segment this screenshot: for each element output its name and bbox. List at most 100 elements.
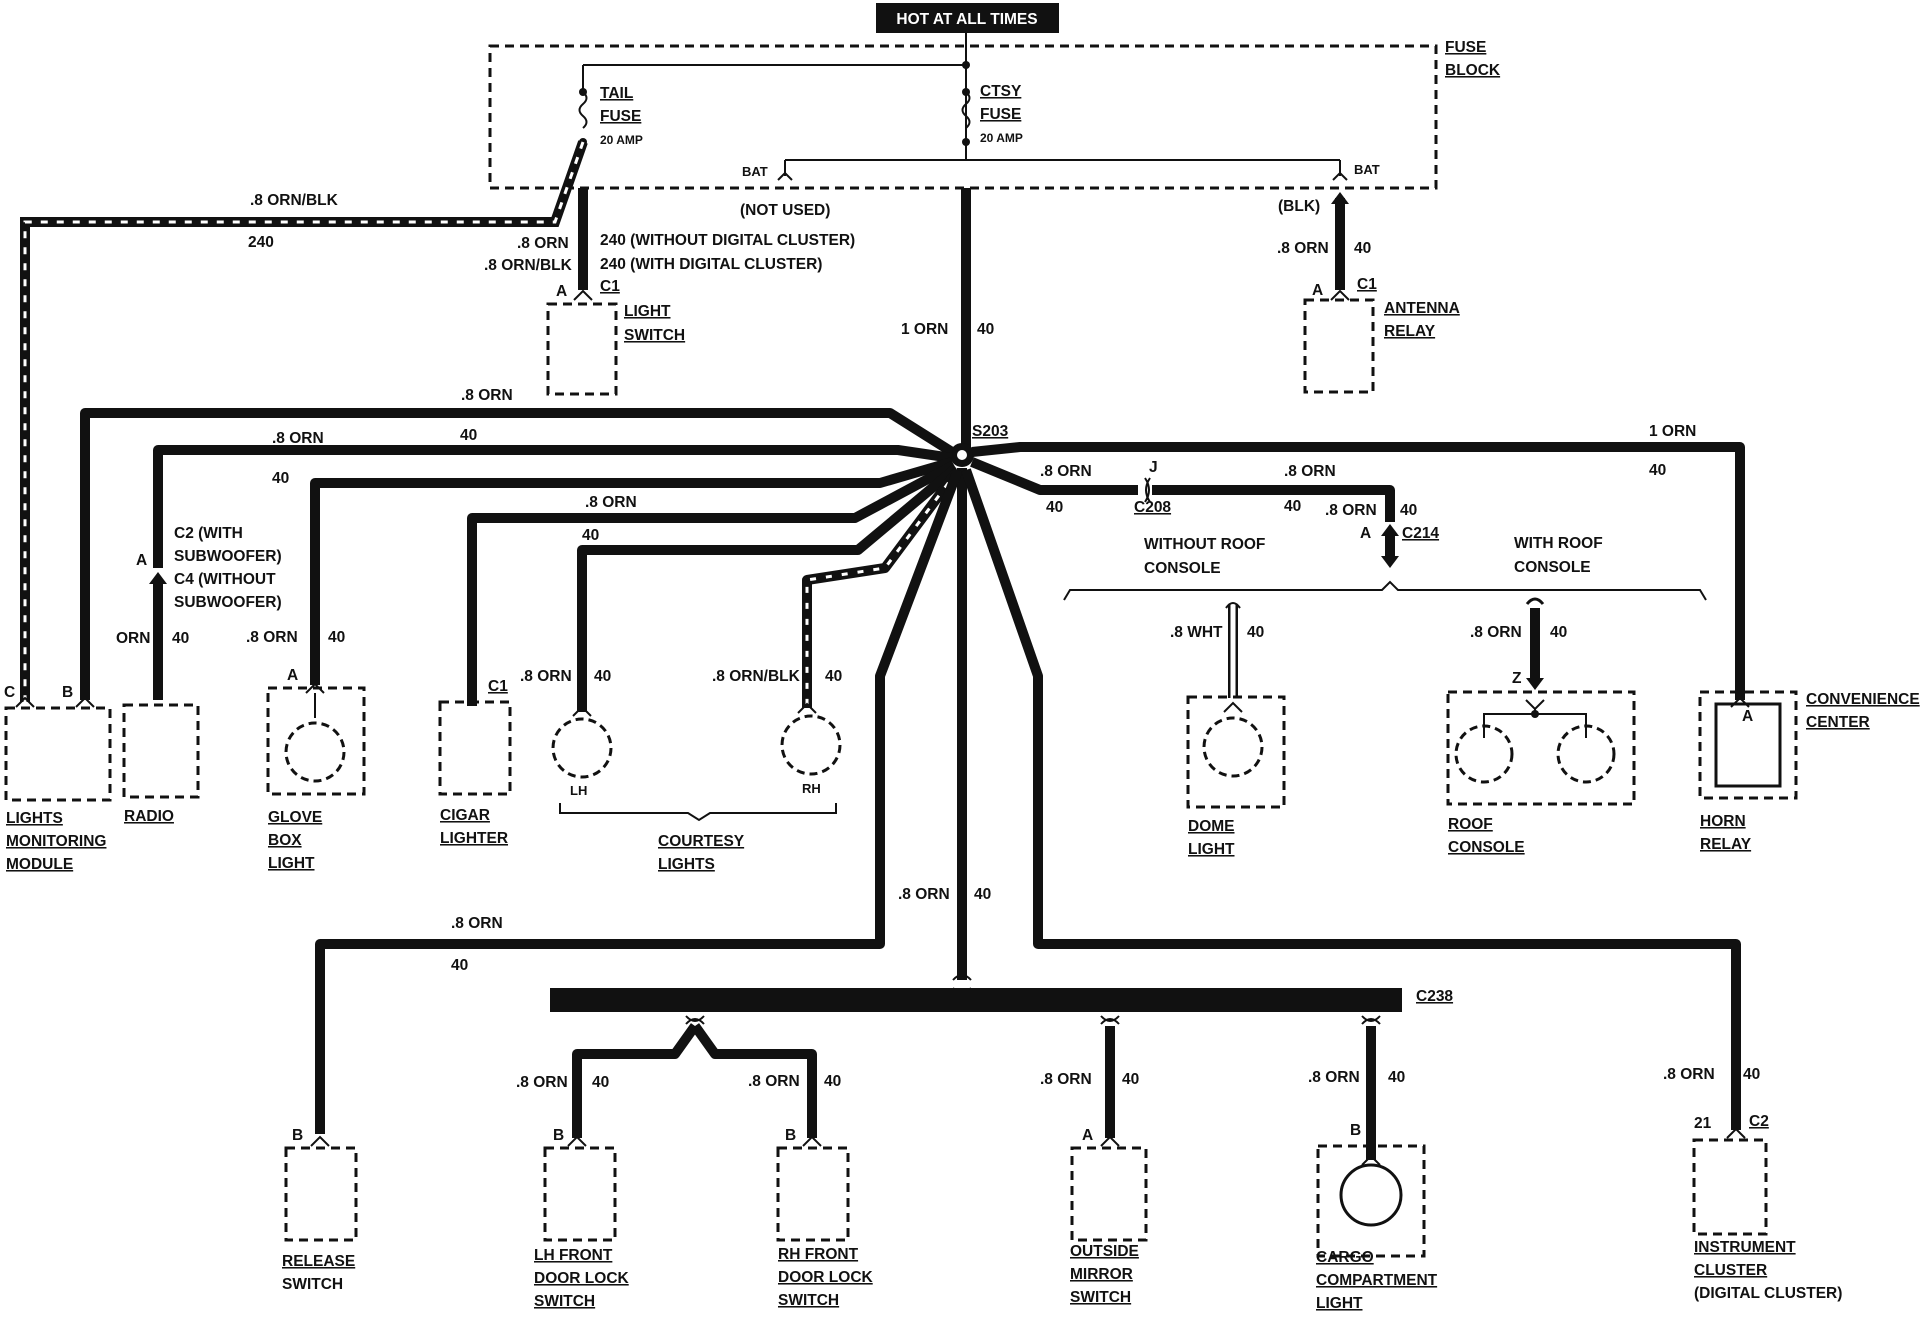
cargo-box bbox=[1316, 1144, 1426, 1258]
trunk-label-1: 1 ORN bbox=[901, 321, 948, 338]
rh-door-label-3: SWITCH bbox=[778, 1292, 839, 1309]
ctsy-fuse-3: 20 AMP bbox=[980, 131, 1023, 145]
lmm-pin-c: C bbox=[4, 684, 15, 701]
rh-door-pin: B bbox=[785, 1127, 796, 1144]
roof-label-1: ROOF bbox=[1448, 816, 1493, 833]
mirror-wire-1: .8 ORN bbox=[1040, 1071, 1092, 1088]
cargo-wire-1: .8 ORN bbox=[1308, 1069, 1360, 1086]
cargo-label-2: COMPARTMENT bbox=[1316, 1272, 1438, 1289]
c208-wire-right-2: 40 bbox=[1284, 498, 1301, 515]
light-switch-label-2: SWITCH bbox=[624, 327, 685, 344]
cluster-box bbox=[1692, 1138, 1768, 1236]
radio-wire-2: 40 bbox=[460, 427, 477, 444]
lh-wire-1: .8 ORN bbox=[520, 668, 572, 685]
horn-label-1: HORN bbox=[1700, 813, 1746, 830]
cluster-wire-1: .8 ORN bbox=[1663, 1066, 1715, 1083]
roof-bulb-left bbox=[1454, 724, 1514, 784]
c214-wire-1: .8 ORN bbox=[1325, 502, 1377, 519]
radio-c-4: SUBWOOFER) bbox=[174, 594, 282, 611]
light-switch-box bbox=[546, 302, 618, 396]
light-switch-c1: C1 bbox=[600, 278, 620, 295]
conv-label-1: CONVENIENCE bbox=[1806, 691, 1920, 708]
dome-label-2: LIGHT bbox=[1188, 841, 1235, 858]
trunk-label-2: 40 bbox=[977, 321, 994, 338]
s203-label: S203 bbox=[972, 423, 1009, 440]
lh-door-label-2: DOOR LOCK bbox=[534, 1270, 630, 1287]
ant-wire-2: 40 bbox=[1354, 240, 1371, 257]
dome-label-1: DOME bbox=[1188, 818, 1235, 835]
mirror-pin: A bbox=[1082, 1127, 1093, 1144]
light-switch-pin-a: A bbox=[556, 283, 567, 300]
lmm-wire: .8 ORN bbox=[461, 387, 513, 404]
dome-wire-1: .8 WHT bbox=[1170, 624, 1223, 641]
lh-door-box bbox=[543, 1146, 617, 1242]
courtesy-label-1: COURTESY bbox=[658, 833, 745, 850]
glove-pin: A bbox=[287, 667, 298, 684]
cluster-wire-2: 40 bbox=[1743, 1066, 1760, 1083]
mirror-label-1: OUTSIDE bbox=[1070, 1243, 1139, 1260]
ant-wire-1: .8 ORN bbox=[1277, 240, 1329, 257]
lmm-pin-b: B bbox=[62, 684, 73, 701]
horn-relay-outline bbox=[1698, 690, 1798, 800]
lmm-label-3: MODULE bbox=[6, 856, 73, 873]
connector-c238-bar bbox=[550, 988, 1402, 1012]
courtesy-rh-bulb bbox=[780, 714, 842, 776]
dome-light-box bbox=[1186, 695, 1286, 809]
cigar-box bbox=[438, 700, 512, 796]
c238-trunk-2: 40 bbox=[974, 886, 991, 903]
c208-wire-right-1: .8 ORN bbox=[1284, 463, 1336, 480]
roof-label-2: CONSOLE bbox=[1448, 839, 1525, 856]
radio-wire-orn: ORN bbox=[116, 630, 150, 647]
without-roof-2: CONSOLE bbox=[1144, 560, 1221, 577]
rh-wire-2: 40 bbox=[825, 668, 842, 685]
bat-right: BAT bbox=[1354, 162, 1380, 177]
release-pin: B bbox=[292, 1127, 303, 1144]
cargo-wire-2: 40 bbox=[1388, 1069, 1405, 1086]
lh-door-label-3: SWITCH bbox=[534, 1293, 595, 1310]
without-roof-1: WITHOUT ROOF bbox=[1144, 536, 1265, 553]
rh-door-label-1: RH FRONT bbox=[778, 1246, 859, 1263]
mirror-wire-2: 40 bbox=[1122, 1071, 1139, 1088]
cargo-label-3: LIGHT bbox=[1316, 1295, 1363, 1312]
conv-wire-1: 1 ORN bbox=[1649, 423, 1696, 440]
horn-label-2: RELAY bbox=[1700, 836, 1752, 853]
cluster-label-1: INSTRUMENT bbox=[1694, 1239, 1796, 1256]
radio-label: RADIO bbox=[124, 808, 174, 825]
lh-wire-2: 40 bbox=[594, 668, 611, 685]
bat-left: BAT bbox=[742, 164, 768, 179]
radio-box bbox=[122, 703, 200, 799]
blk: (BLK) bbox=[1278, 198, 1320, 215]
hot-label-box bbox=[876, 3, 1059, 33]
courtesy-label-2: LIGHTS bbox=[658, 856, 715, 873]
ls-wire-1: .8 ORN bbox=[517, 235, 569, 252]
rh-door-wire-2: 40 bbox=[824, 1073, 841, 1090]
radio-wire-3: 40 bbox=[272, 470, 289, 487]
radio-wire-40: 40 bbox=[172, 630, 189, 647]
lh-door-wire-1: .8 ORN bbox=[516, 1074, 568, 1091]
radio-c-1: C2 (WITH bbox=[174, 525, 243, 542]
c238-trunk-1: .8 ORN bbox=[898, 886, 950, 903]
horn-relay-box bbox=[1714, 702, 1782, 788]
roof-wire-2: 40 bbox=[1550, 624, 1567, 641]
ls-wire-3: 240 (WITHOUT DIGITAL CLUSTER) bbox=[600, 232, 855, 249]
rh-door-box bbox=[776, 1146, 850, 1242]
ls-wire-2: .8 ORN/BLK bbox=[484, 257, 573, 274]
lights-monitoring-box bbox=[4, 706, 112, 802]
rh-door-wire-1: .8 ORN bbox=[748, 1073, 800, 1090]
dome-wire-2: 40 bbox=[1247, 624, 1264, 641]
radio-pin-a: A bbox=[136, 552, 147, 569]
dome-bulb bbox=[1202, 716, 1264, 778]
conv-label-2: CENTER bbox=[1806, 714, 1870, 731]
with-roof-2: CONSOLE bbox=[1514, 559, 1591, 576]
cluster-label-2: CLUSTER bbox=[1694, 1262, 1767, 1279]
c214-pin: A bbox=[1360, 525, 1371, 542]
cluster-c2: C2 bbox=[1749, 1113, 1769, 1130]
ctsy-fuse-1: CTSY bbox=[980, 83, 1022, 100]
lh-door-wire-2: 40 bbox=[592, 1074, 609, 1091]
antenna-relay-box bbox=[1303, 298, 1375, 394]
release-wire-1: .8 ORN bbox=[451, 915, 503, 932]
c208-label: C208 bbox=[1134, 499, 1171, 516]
ls-wire-4: 240 (WITH DIGITAL CLUSTER) bbox=[600, 256, 822, 273]
glove-label-2: BOX bbox=[268, 832, 302, 849]
